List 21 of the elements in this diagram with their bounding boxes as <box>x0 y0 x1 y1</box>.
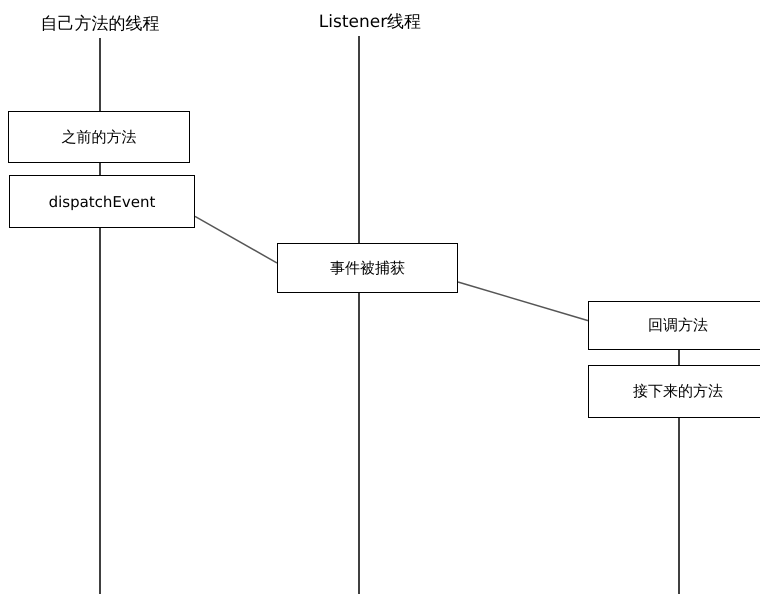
lifeline-heading: 自己方法的线程 <box>40 12 160 34</box>
lifeline <box>99 163 101 175</box>
activation-box <box>277 243 458 293</box>
lifeline <box>358 36 360 243</box>
lifeline <box>678 350 680 365</box>
activation-box <box>588 301 760 350</box>
lifeline-heading: Listener线程 <box>318 10 422 32</box>
box-text: 之前的方法 <box>62 128 136 146</box>
activation-box <box>588 365 760 418</box>
message-line <box>194 216 278 264</box>
lifeline <box>99 228 101 594</box>
message-line <box>458 281 588 322</box>
box-text: dispatchEvent <box>48 192 156 210</box>
box-text: 接下来的方法 <box>633 382 723 401</box>
lifeline <box>99 38 101 111</box>
activation-box <box>9 175 195 228</box>
activation-box <box>8 111 190 163</box>
lifeline <box>358 293 360 594</box>
box-text: 回调方法 <box>648 316 708 335</box>
box-text: 事件被捕获 <box>330 258 405 278</box>
lifeline <box>678 418 680 594</box>
